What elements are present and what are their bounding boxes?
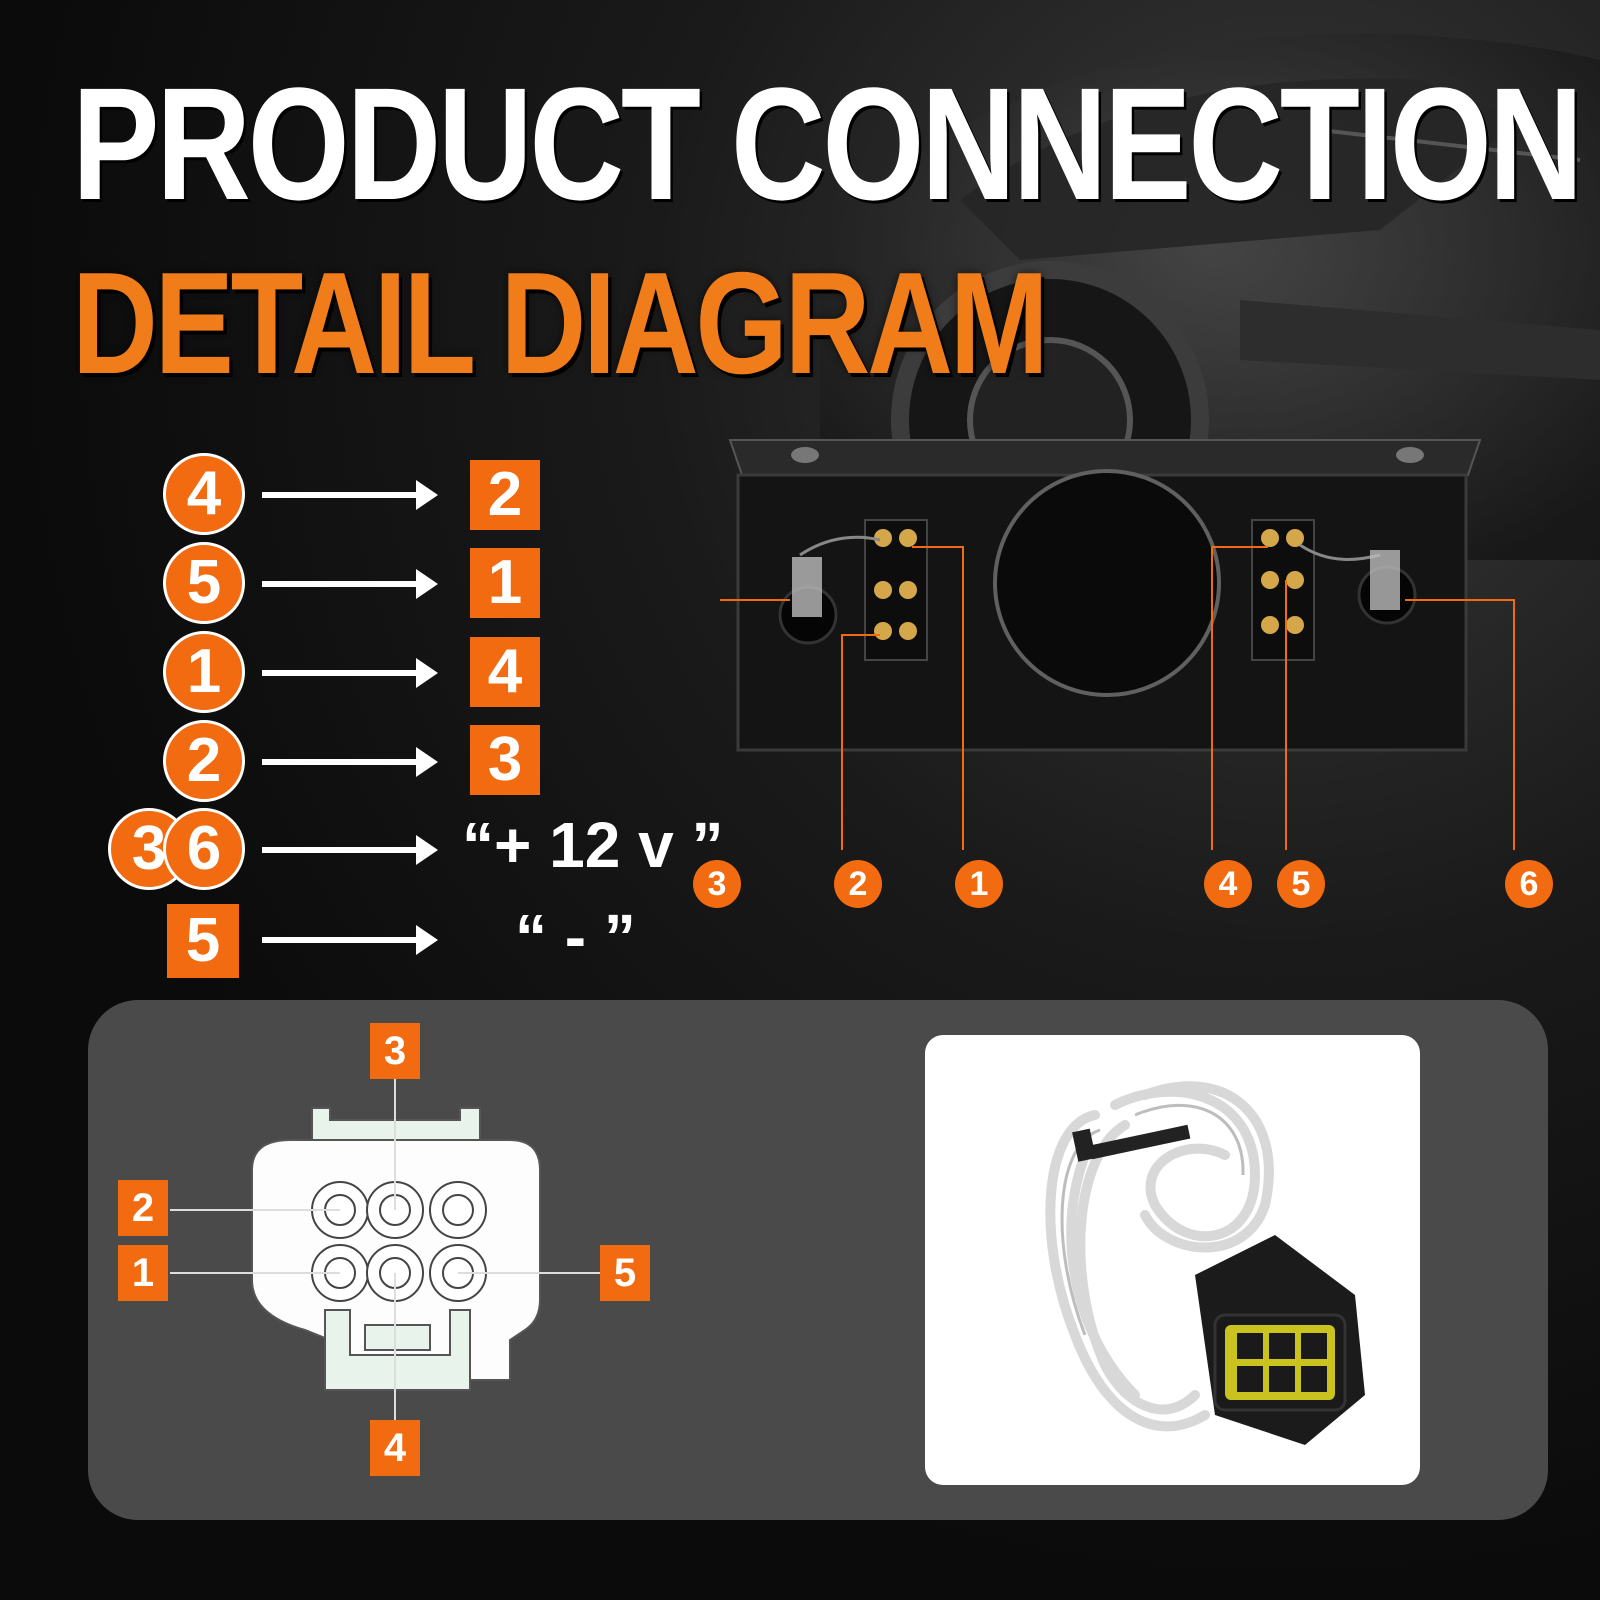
connector-pin-label-top: 3 [370,1023,420,1079]
mapping-from-pin: 2 [163,720,245,802]
page-subtitle: DETAIL DIAGRAM [72,242,1049,404]
mapping-to-pin: 1 [470,548,540,618]
arrow-icon [262,480,438,510]
wire-harness-image [1045,1081,1365,1445]
panel-callout-6: 6 [1505,860,1553,908]
voltage-positive-label: “+ 12 v ” [462,809,724,881]
panel-callout-5: 5 [1277,860,1325,908]
switch-panel-image [720,439,1515,850]
connector-pinout-diagram [170,1060,600,1440]
mapping-to-pin: 2 [470,460,540,530]
page-title: PRODUCT CONNECTION [72,54,1583,233]
panel-callout-4: 4 [1204,860,1252,908]
arrow-icon [262,658,438,688]
mapping-from-pin: 1 [163,631,245,713]
mapping-from-pin: 5 [167,904,239,978]
panel-callout-1: 1 [955,860,1003,908]
arrow-icon [262,747,438,777]
connector-pin-label-bottom: 4 [370,1420,420,1476]
connector-pin-label-left-lower: 1 [118,1245,168,1301]
panel-callout-3: 3 [693,860,741,908]
arrow-icon [262,835,438,865]
mapping-to-pin: 4 [470,637,540,707]
arrow-icon [262,925,438,955]
arrow-icon [262,569,438,599]
connector-pin-label-right: 5 [600,1245,650,1301]
voltage-negative-label: “ - ” [515,901,636,973]
mapping-from-pin: 6 [163,808,245,890]
cable-photo [925,1035,1420,1485]
connector-pin-label-left-upper: 2 [118,1180,168,1236]
mapping-from-pin: 5 [163,542,245,624]
mapping-from-pin: 4 [163,453,245,535]
mapping-to-pin: 3 [470,725,540,795]
panel-callout-2: 2 [834,860,882,908]
